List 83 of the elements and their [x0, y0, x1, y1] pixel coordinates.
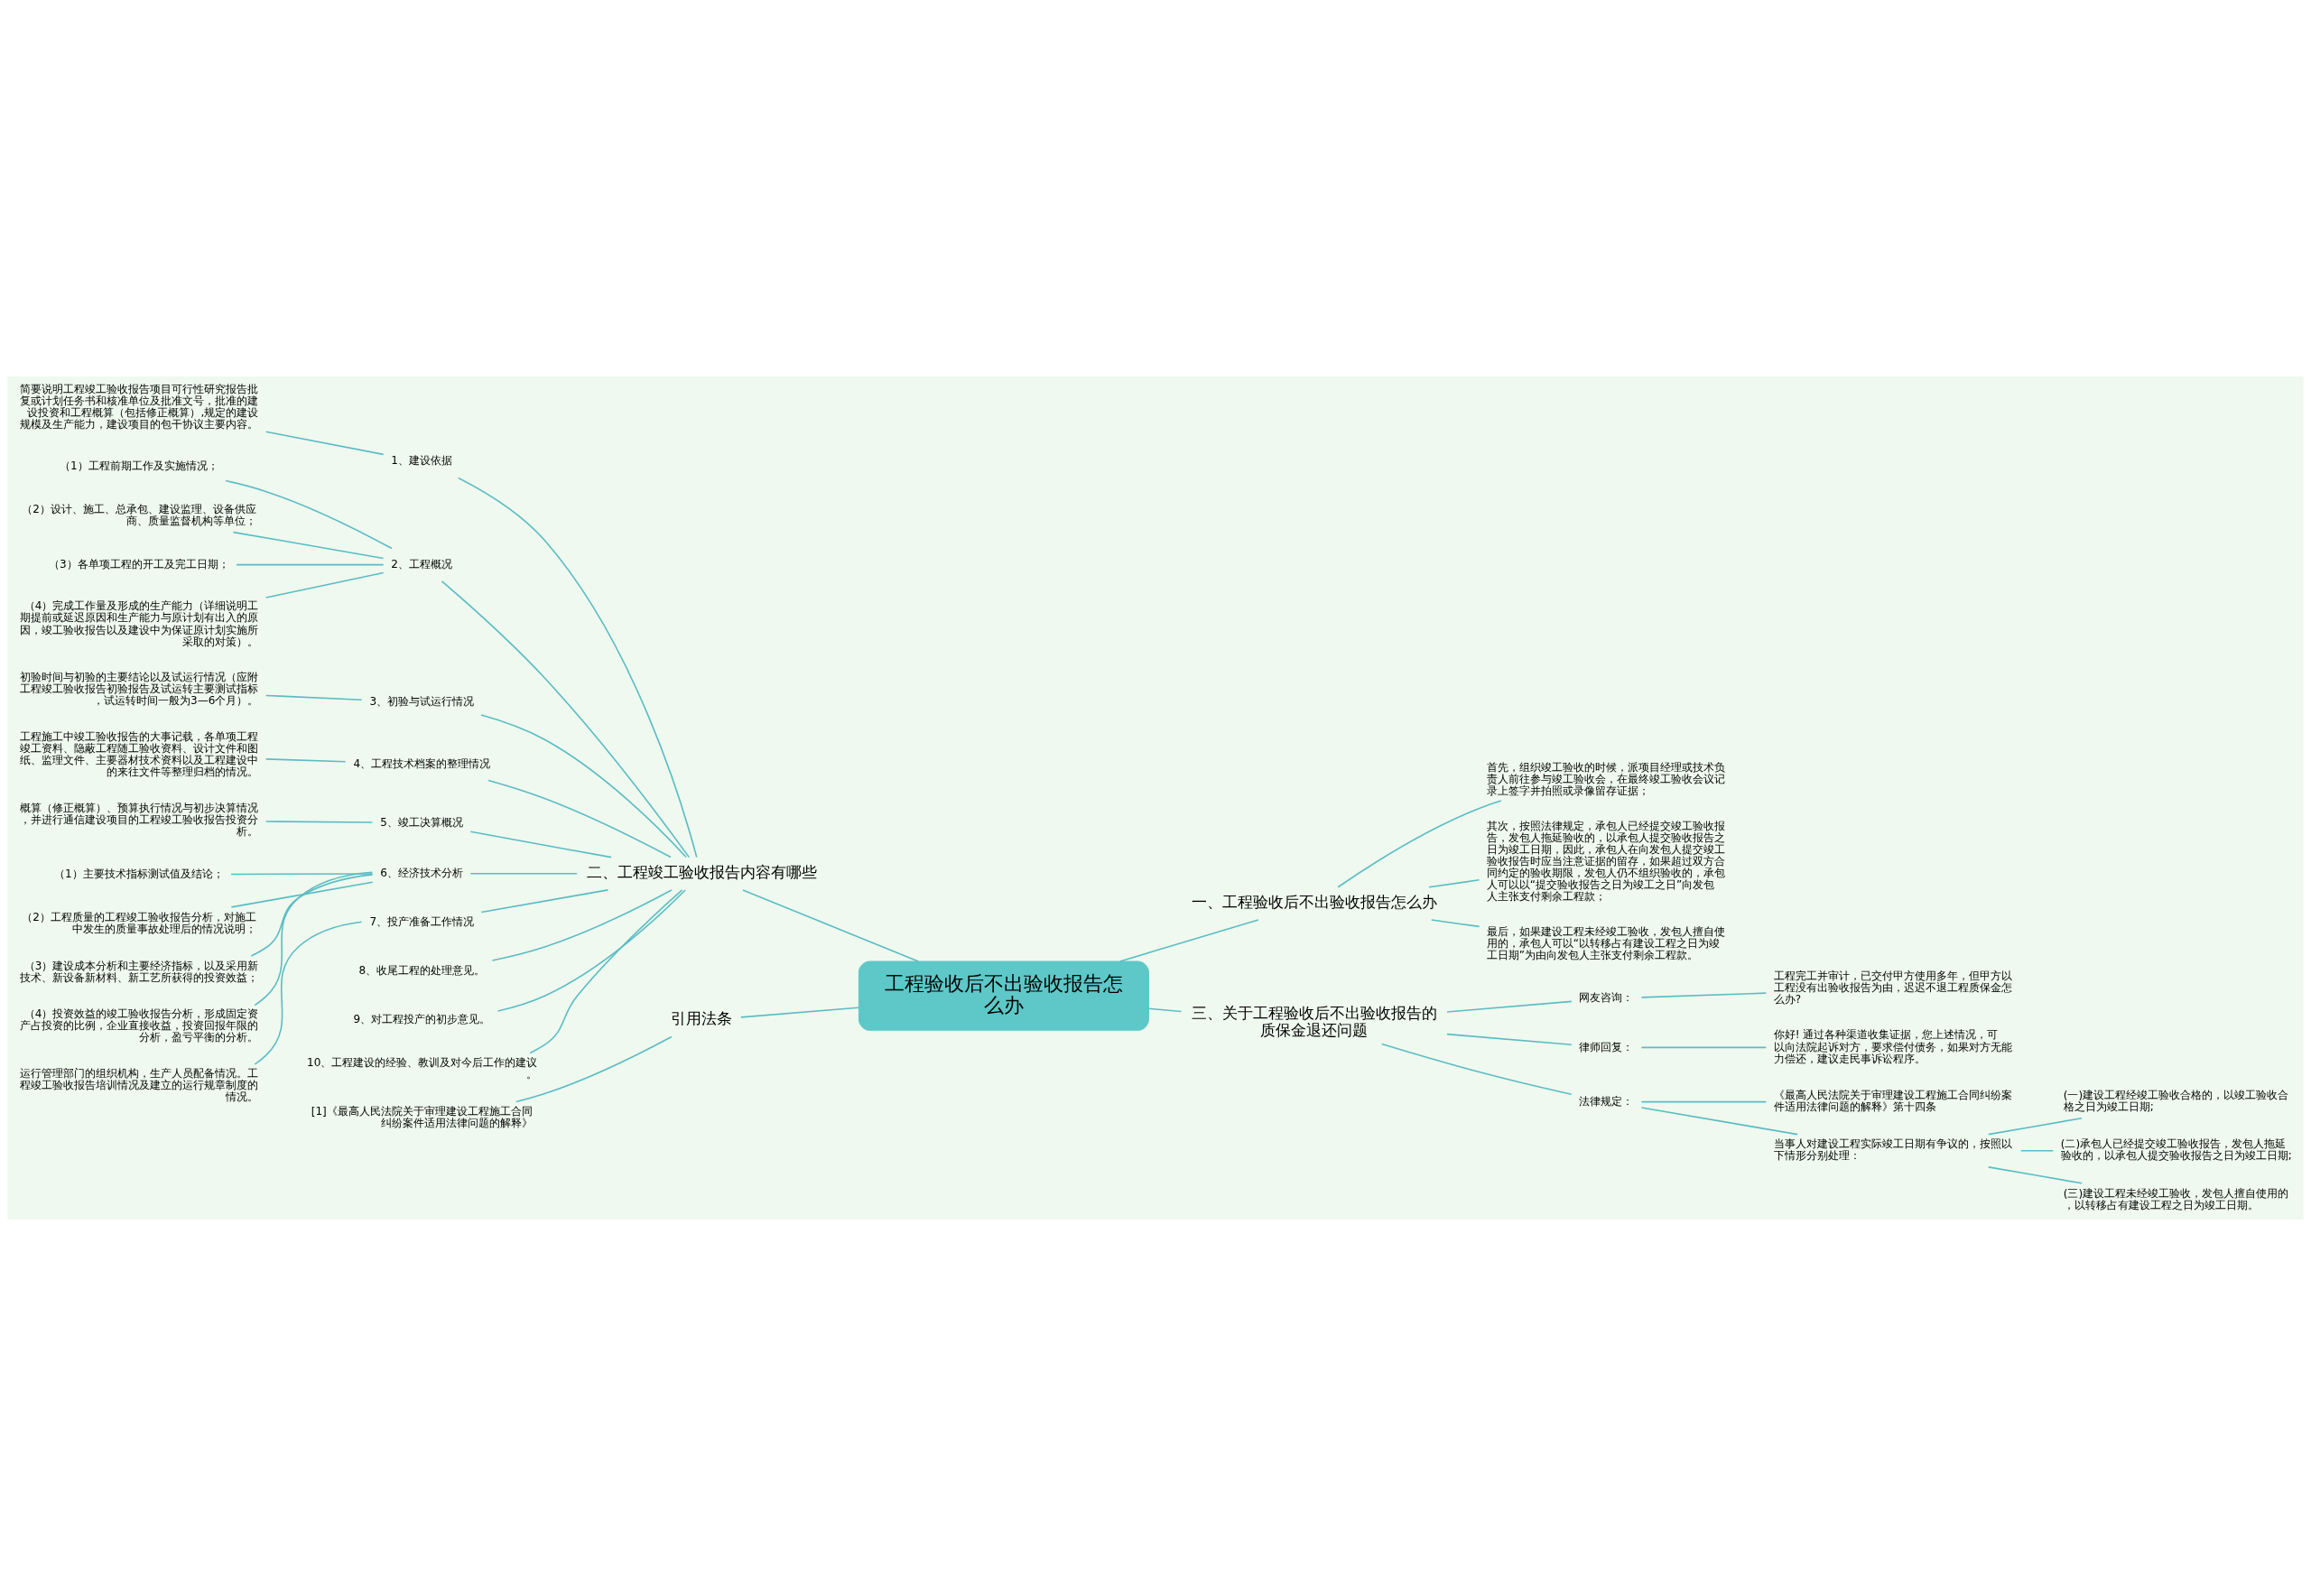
connector [487, 779, 672, 858]
node-text: 最后，如果建设工程未经竣工验收，发包人擅自使用的，承包人可以“以转移占有建设工程之日为竣工日期”为由向发包人主张支付剩余工程款。 [1486, 925, 1725, 962]
connector [480, 714, 687, 858]
connector [2020, 1149, 2055, 1152]
connector [265, 431, 385, 456]
node-text: 工程施工中竣工验收报告的大事记载，各单项工程竣工资料、隐蔽工程随工验收资料、设计文件和图纸、监理文件、主要器材技术资料以及工程建设中的来往文件等整理归档的情况。 [20, 729, 259, 779]
node-text: 引用法条 [671, 1009, 733, 1028]
connector [254, 921, 363, 1065]
node-text: (二)承包人已经提交竣工验收报告，发包人拖延验收的，以承包人提交验收报告之日为竣工日期; [2060, 1137, 2292, 1163]
connector [1147, 1007, 1183, 1013]
node-text: （2）设计、施工、总承包、建设监理、设备供应商、质量监督机构等单位； [22, 503, 256, 528]
connector [1446, 1033, 1573, 1046]
connector [497, 889, 686, 1012]
connector [265, 694, 363, 701]
connector [480, 889, 609, 914]
node-text: 律师回复： [1579, 1040, 1634, 1053]
node-text: 6、经济技术分析 [380, 866, 464, 879]
node-text: 7、投产准备工作情况 [369, 915, 475, 929]
node-text: 9、对工程投产的初步意见。 [353, 1013, 491, 1026]
node-text: 3、初验与试运行情况 [369, 695, 475, 709]
connector [232, 531, 385, 560]
connector [1987, 1117, 2083, 1136]
connector [254, 871, 374, 1007]
connector [1428, 879, 1480, 888]
node-text: （4）投资效益的竣工验收报告分析，形成固定资产占投资的比例，企业直接收益，投资回报年限的分析，盈亏平衡的分析。 [20, 1007, 259, 1044]
node-text: [1]《最高人民法院关于审理建设工程施工合同纠纷案件适用法律问题的解释》 [311, 1105, 533, 1130]
connector [265, 758, 347, 763]
node-text: （1）主要技术指标测试值及结论； [54, 867, 224, 880]
node-text: 《最高人民法院关于审理建设工程施工合同纠纷案件适用法律问题的解释》第十四条 [1773, 1089, 2012, 1114]
connector [265, 821, 374, 823]
node-text: 1、建设依据 [391, 454, 452, 468]
node-text: 网友咨询： [1579, 991, 1634, 1005]
node-text: 简要说明工程竣工验收报告项目可行性研究报告批复或计划任务书和核准单位及批准文号，批准的建设投资和工程概算（包括修正概算）,规定的建设规模及生产能力，建设项目的包干协议主要内容。 [20, 382, 259, 431]
connector [250, 874, 374, 957]
node-text: 初验时间与初验的主要结论以及试运行情况（应附工程竣工验收报告初验报告及试运转主要测试指标，试运转时间一般为3—6个月）。 [20, 671, 259, 708]
connector [1640, 1046, 1768, 1049]
node-text: 法律规定： [1579, 1094, 1634, 1108]
node-text: （2）工程质量的工程竣工验收报告分析，对施工中发生的质量事故处理后的情况说明； [22, 910, 256, 935]
node-text: 概算（修正概算）、预算执行情况与初步决算情况，并进行通信建设项目的工程竣工验收报告投资分析。 [20, 801, 259, 838]
node-text: 你好! 通过各种渠道收集证据，您上述情况，可以向法院起诉对方，要求偿付债务，如果对方无能力偿还，建议走民事诉讼程序。 [1773, 1028, 2012, 1065]
node-text: 三、关于工程验收后不出验收报告的质保金退还问题 [1191, 1003, 1437, 1039]
node-box: 工程验收后不出验收报告怎么办 [858, 960, 1149, 1031]
node-text: 首先，组织竣工验收的时候，派项目经理或技术负责人前往参与竣工验收会，在最终竣工验收会议记录上签字并拍照或录像留存证据； [1486, 760, 1725, 797]
connector [1337, 800, 1502, 888]
node-text: 一、工程验收后不出验收报告怎么办 [1191, 892, 1437, 911]
node-text: 当事人对建设工程实际竣工日期有争议的，按照以下情形分别处理： [1773, 1137, 2012, 1163]
connector [491, 889, 673, 961]
node-text: 运行管理部门的组织机构，生产人员配备情况。工程竣工验收报告培训情况及建立的运行规章制度的情况。 [20, 1066, 259, 1103]
connector [742, 889, 920, 962]
connector [230, 881, 374, 908]
connector [1640, 992, 1768, 998]
node-text: 10、工程建设的经验、教训及对今后工作的建议。 [307, 1056, 538, 1081]
node-text: 二、工程竣工验收报告内容有哪些 [586, 862, 817, 881]
node-text: 其次，按照法律规定，承包人已经提交竣工验收报告，发包人拖延验收的，以承包人提交验收报告之日为竣工日期，因此，承包人在向发包人提交竣工验收报告时应当注意证据的留存，如果超过双方合同约定的验收期限，发包人仍不组织验收的，承包人可以以“提交验收报告之日为竣工之日”向发包人主张支付剩余工程款； [1486, 819, 1725, 903]
connector [1640, 1107, 1798, 1136]
connector [457, 477, 698, 858]
connector [1640, 1100, 1768, 1103]
connector [230, 873, 374, 876]
connector [1446, 1000, 1573, 1013]
node-text: 8、收尾工程的处理意见。 [358, 964, 486, 978]
connector [1118, 919, 1259, 962]
connector [469, 830, 612, 858]
connector [441, 580, 691, 858]
node-text: 2、工程概况 [391, 557, 452, 571]
connector [225, 479, 393, 550]
node-text: (一)建设工程经竣工验收合格的，以竣工验收合格之日为竣工日期; [2063, 1089, 2289, 1114]
node-text: 工程完工并审计，已交付甲方使用多年，但甲方以工程没有出验收报告为由，迟迟不退工程质保金怎么办? [1773, 970, 2012, 1007]
node-text: （1）工程前期工作及实施情况； [60, 459, 218, 473]
node-text: 5、竣工决算概况 [380, 815, 464, 829]
connector [1987, 1166, 2083, 1184]
node-text: 4、工程技术档案的整理情况 [353, 756, 491, 770]
connector [529, 889, 683, 1054]
node-text: （3）各单项工程的开工及完工日期； [49, 557, 229, 571]
connector [740, 1007, 860, 1018]
connector [1380, 1043, 1573, 1096]
connector [515, 1035, 673, 1103]
connector [469, 872, 578, 875]
connector [265, 571, 385, 598]
connector [1430, 919, 1480, 928]
node-text: (三)建设工程未经竣工验收，发包人擅自使用的，以转移占有建设工程之日为竣工日期。 [2063, 1186, 2289, 1211]
node-text: （3）建设成本分析和主要经济指标，以及采用新技术、新设备新材料、新工艺所获得的投资效益； [20, 959, 259, 984]
connector [236, 563, 385, 566]
node-text: （4）完成工作量及形成的生产能力（详细说明工期提前或延迟原因和生产能力与原计划有出入的原因，竣工验收报告以及建设中为保证原计划实施所采取的对策）。 [20, 599, 259, 648]
